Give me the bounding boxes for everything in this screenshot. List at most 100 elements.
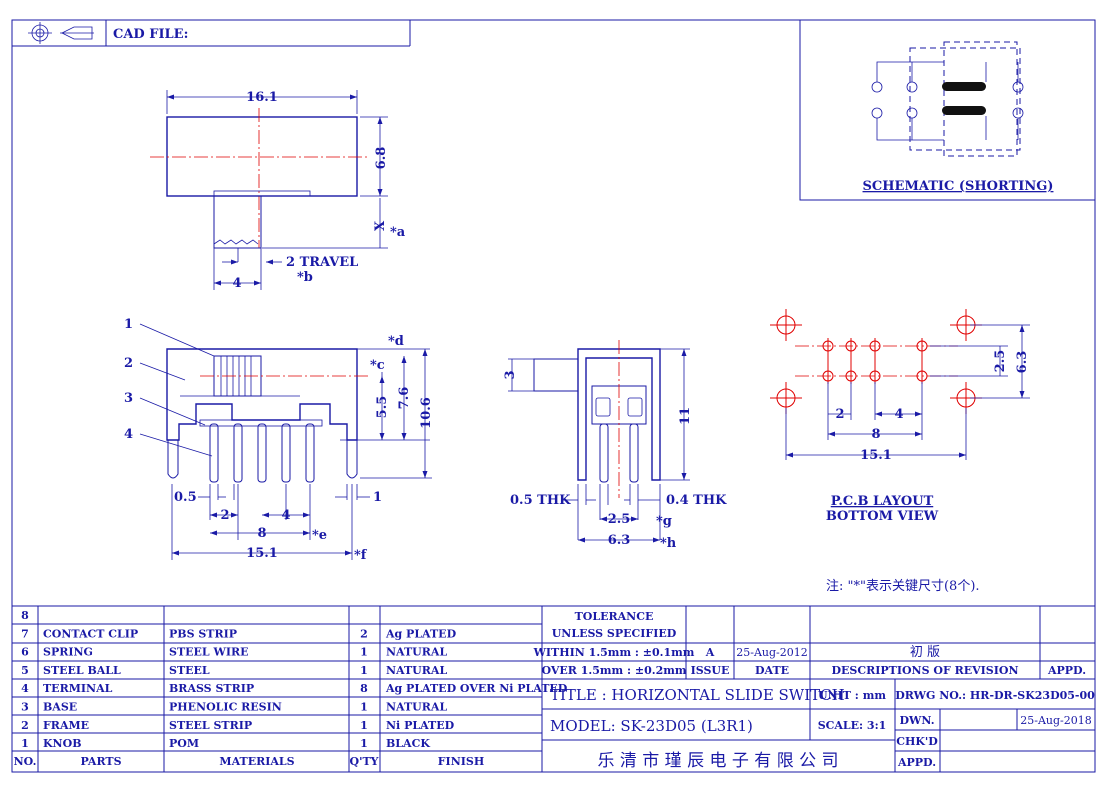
- side-terminal: [167, 423, 358, 483]
- parts-table-cell: 3: [21, 701, 29, 714]
- rev-date: 25-Aug-2012: [736, 646, 808, 659]
- dim-7-6: 7.6: [397, 387, 412, 410]
- schematic-panel: SCHEMATIC (SHORTING): [799, 20, 1095, 201]
- mounting-hole: [776, 315, 976, 408]
- end-frame: [577, 348, 661, 481]
- parts-table-cell: 6: [21, 646, 29, 659]
- appd-label: APPD.: [897, 756, 936, 769]
- dim-x: X: [373, 220, 388, 231]
- parts-table-row: 8: [21, 609, 29, 622]
- parts-table-cell: PBS STRIP: [169, 627, 237, 640]
- drawing-title: TITLE : HORIZONTAL SLIDE SWITCH: [550, 686, 845, 704]
- dim-2: 2: [220, 508, 229, 523]
- parts-table-cell: BLACK: [386, 737, 430, 750]
- parts-table-cell: SPRING: [43, 646, 93, 659]
- mark-c: *c: [370, 358, 385, 373]
- unit-label: UNIT : mm: [818, 689, 886, 702]
- dim-3: 3: [503, 370, 518, 379]
- shorting-bar: [942, 82, 986, 91]
- callout-1: 1: [124, 317, 215, 357]
- dim-4: 4: [281, 508, 290, 523]
- mark-f: *f: [354, 548, 368, 563]
- pcb-dim-6-3: 6.3: [1015, 351, 1030, 374]
- parts-table-cell: TERMINAL: [43, 682, 113, 695]
- parts-table-cell: STEEL BALL: [43, 664, 121, 677]
- title-block: TOLERANCE UNLESS SPECIFIED WITHIN 1.5mm …: [533, 606, 1095, 772]
- callout-3: 3: [124, 391, 206, 426]
- dim-0-5-thk: 0.5 THK: [510, 493, 571, 508]
- sheet-border: [11, 19, 1096, 773]
- projection-symbol-icon: [28, 22, 94, 44]
- parts-table-cell: FRAME: [43, 719, 89, 732]
- parts-table-cell: KNOB: [43, 737, 82, 750]
- mark-e: *e: [312, 528, 327, 543]
- svg-text:MATERIALS: MATERIALS: [219, 755, 294, 768]
- pcb-title: P.C.B LAYOUT: [831, 494, 934, 509]
- parts-table-cell: NATURAL: [386, 701, 447, 714]
- col-date: DATE: [755, 664, 789, 677]
- dwn-date: 25-Aug-2018: [1020, 714, 1092, 727]
- rev-issue: A: [705, 646, 715, 659]
- parts-table-cell: 1: [360, 737, 368, 750]
- pcb-dim-15-1: 15.1: [860, 448, 892, 463]
- company-name: 乐 清 市 瑾 辰 电 子 有 限 公 司: [597, 751, 838, 771]
- svg-text:1: 1: [124, 317, 133, 332]
- parts-table-cell: 1: [360, 719, 368, 732]
- col-description: DESCRIPTIONS OF REVISION: [831, 664, 1018, 677]
- end-view: 3 11 0.5 THK 0.4 THK 2.5 *g 6.3 *h: [503, 340, 727, 551]
- dim-10-6: 10.6: [419, 397, 434, 429]
- svg-text:2: 2: [124, 356, 133, 371]
- pcb-dim-2-5: 2.5: [993, 350, 1008, 373]
- mark-a: *a: [390, 225, 406, 240]
- parts-table-cell: 8: [21, 609, 29, 622]
- parts-table-cell: STEEL: [169, 664, 210, 677]
- tolerance-sub: UNLESS SPECIFIED: [552, 627, 677, 640]
- parts-table-cell: NATURAL: [386, 664, 447, 677]
- dim-knob-width: 4: [232, 276, 241, 291]
- schematic-title: SCHEMATIC (SHORTING): [863, 179, 1054, 194]
- dim-0-5: 0.5: [174, 490, 197, 505]
- tolerance-over: OVER 1.5mm : ±0.2mm: [541, 664, 686, 677]
- dim-8: 8: [257, 526, 266, 541]
- top-view: 16.1 6.8 X *a 4 2 TRAVEL *b: [150, 90, 406, 291]
- pcb-dim-4: 4: [894, 407, 903, 422]
- switch-body-outline: [166, 116, 358, 197]
- header-box: CAD FILE:: [12, 20, 411, 47]
- end-terminal: [599, 423, 639, 483]
- parts-table-cell: BRASS STRIP: [169, 682, 254, 695]
- pcb-dim-8: 8: [871, 427, 880, 442]
- parts-table-cell: 8: [360, 682, 368, 695]
- dim-2-5: 2.5: [608, 512, 631, 527]
- parts-table-cell: 2: [21, 719, 29, 732]
- parts-table-cell: 2: [360, 627, 368, 640]
- side-view: 1 2 3 4 *d *c 5.5 7.6 10.6: [124, 317, 434, 563]
- model-number: MODEL: SK-23D05 (L3R1): [550, 717, 753, 735]
- parts-table-cell: 1: [360, 646, 368, 659]
- dim-top-width: 16.1: [246, 90, 278, 105]
- knob-outline: [213, 195, 262, 249]
- dim-11: 11: [678, 407, 693, 425]
- key-dimension-note: 注: "*"表示关键尺寸(8个).: [826, 579, 980, 594]
- dim-travel: 2 TRAVEL: [286, 255, 358, 270]
- parts-table-cell: STEEL STRIP: [169, 719, 252, 732]
- parts-table-cell: STEEL WIRE: [169, 646, 249, 659]
- parts-table-cell: 1: [21, 737, 29, 750]
- callout-4: 4: [124, 427, 213, 457]
- parts-table-cell: POM: [169, 737, 199, 750]
- dim-5-5: 5.5: [375, 396, 390, 419]
- rev-description: 初 版: [910, 645, 940, 660]
- dim-6-3: 6.3: [608, 533, 631, 548]
- callout-2: 2: [124, 356, 186, 381]
- dim-top-height: 6.8: [374, 147, 389, 170]
- dim-15-1: 15.1: [246, 546, 278, 561]
- shorting-bar: [942, 106, 986, 115]
- parts-table-cell: Ag PLATED: [385, 627, 457, 640]
- col-issue: ISSUE: [691, 664, 730, 677]
- parts-table-cell: 4: [21, 682, 29, 695]
- dim-1: 1: [373, 490, 382, 505]
- col-appd: APPD.: [1047, 664, 1086, 677]
- svg-text:FINISH: FINISH: [438, 755, 485, 768]
